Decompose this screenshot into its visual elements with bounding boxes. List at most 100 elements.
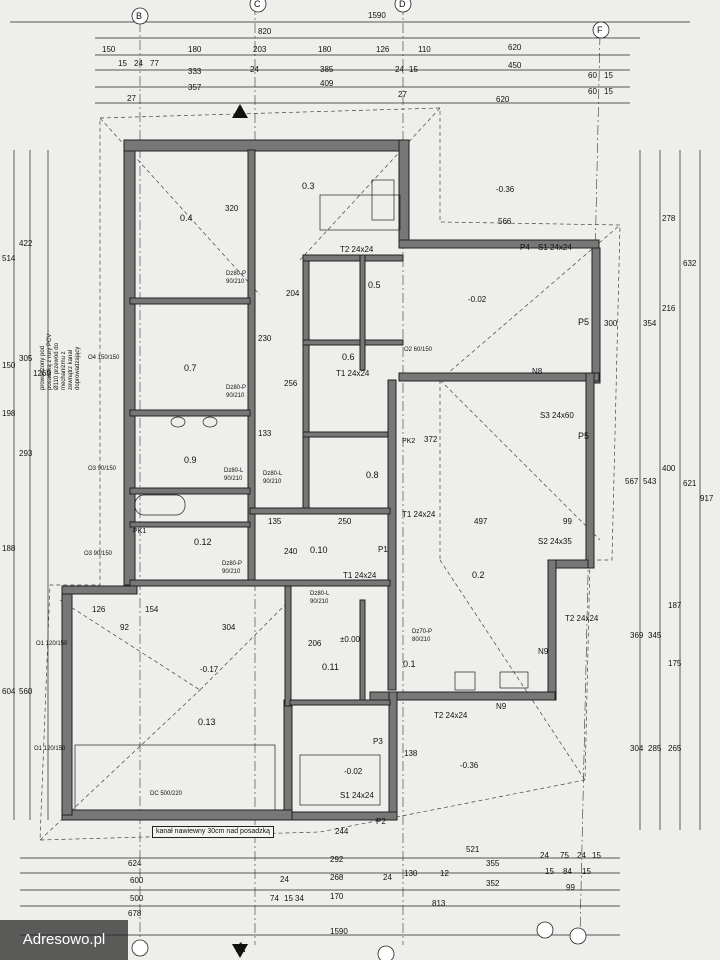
dim-inner-566: 566 xyxy=(498,217,512,226)
dim-bottom-99: 99 xyxy=(566,883,575,892)
axis-label-c-top: C xyxy=(254,0,261,9)
level-mark-4: ±0.00 xyxy=(340,635,360,644)
dim-top-180a: 180 xyxy=(188,45,202,54)
dim-inner-256: 256 xyxy=(284,379,298,388)
dim-top-60b: 60 xyxy=(588,87,597,96)
top-dimension-lines xyxy=(10,21,690,104)
dim-top-15b: 15 xyxy=(409,65,418,74)
dim-bottom-813: 813 xyxy=(432,899,446,908)
room-label-0-9: 0.9 xyxy=(184,455,197,465)
dim-top-357: 357 xyxy=(188,83,202,92)
dim-top-total: 1590 xyxy=(368,11,386,20)
beam-t2-right: T2 24x24 xyxy=(565,614,599,623)
dim-top-24c: 24 xyxy=(395,65,404,74)
dim-bottom-24a: 24 xyxy=(540,851,549,860)
beam-t1-low: T1 24x24 xyxy=(343,571,377,580)
dim-left-188: 188 xyxy=(2,544,16,553)
room-label-0-7: 0.7 xyxy=(184,363,197,373)
level-mark-2: -0.02 xyxy=(468,295,487,304)
dim-bottom-292: 292 xyxy=(330,855,344,864)
beam-s1: S1 24x24 xyxy=(340,791,374,800)
beam-t2-low: T2 24x24 xyxy=(434,711,468,720)
dim-top-180b: 180 xyxy=(318,45,332,54)
dim-left-150: 150 xyxy=(2,361,16,370)
dim-left-198: 198 xyxy=(2,409,16,418)
dim-left-604: 604 xyxy=(2,687,16,696)
room-label-0-13: 0.13 xyxy=(198,717,216,727)
dim-inner-206: 304 xyxy=(222,623,236,632)
dim-inner-497: 497 xyxy=(474,517,488,526)
dim-top-77: 77 xyxy=(150,59,159,68)
dim-bottom-500: 500 xyxy=(130,894,144,903)
axis-label-b-top: B xyxy=(136,11,143,21)
dim-right-187: 187 xyxy=(668,601,682,610)
dim-bottom-130: 130 xyxy=(404,869,418,878)
dim-top-60: 60 xyxy=(588,71,597,80)
window-label-o1b: O1 120/150 xyxy=(34,746,66,752)
dim-top-27a: 27 xyxy=(127,94,136,103)
dc-note: DC 500/220 xyxy=(150,791,183,797)
window-label-o2: O2 60/150 xyxy=(404,347,433,353)
beam-n9-b: N9 xyxy=(496,702,507,711)
dim-left-1269: 1269 xyxy=(33,369,51,378)
dim-top-110: 110 xyxy=(418,45,431,54)
dim-bottom-355: 355 xyxy=(486,859,500,868)
dim-inner-126: 126 xyxy=(92,605,106,614)
dim-inner-250: 250 xyxy=(338,517,352,526)
dim-right-304: 304 xyxy=(630,744,644,753)
dim-top-24b: 24 xyxy=(250,65,259,74)
dim-bottom-74: 74 xyxy=(270,894,279,903)
dim-top-15d: 15 xyxy=(604,87,613,96)
window-label-o3a: O3 90/150 xyxy=(88,466,117,472)
level-mark-6: -0.36 xyxy=(460,761,479,770)
section-markers xyxy=(232,104,248,958)
door-label-3: Dz80-L 90/210 xyxy=(224,468,244,482)
dim-right-345: 345 xyxy=(648,631,662,640)
beam-t1-right: T1 24x24 xyxy=(402,510,436,519)
dim-inner-230: 230 xyxy=(258,334,272,343)
dim-right-621: 621 xyxy=(683,479,697,488)
dim-inner-288: 206 xyxy=(308,639,322,648)
beam-p1: P1 xyxy=(378,545,388,554)
room-label-0-2: 0.2 xyxy=(472,570,485,580)
dim-inner-240: 240 xyxy=(284,547,298,556)
dim-top-385: 385 xyxy=(320,65,334,74)
dim-inner-154: 154 xyxy=(145,605,159,614)
dim-top-620b: 620 xyxy=(496,95,510,104)
beam-p3: P3 xyxy=(373,737,383,746)
window-label-o1a: O1 120/150 xyxy=(36,641,68,647)
dim-bottom-75: 75 xyxy=(560,851,569,860)
dim-bottom-15a: 15 xyxy=(592,851,601,860)
room-label-0-1: 0.1 xyxy=(403,659,416,669)
axis-markers xyxy=(131,0,610,960)
room-label-0-8: 0.8 xyxy=(366,470,379,480)
dim-inner-204: 204 xyxy=(286,289,300,298)
beam-t1-mid: T1 24x24 xyxy=(336,369,370,378)
pk2-label: PK2 xyxy=(402,438,416,445)
duct-note: kanał nawiewny 30cm nad posadzką xyxy=(152,826,275,838)
dim-inner-300: 300 xyxy=(604,319,618,328)
dim-bottom-12: 12 xyxy=(440,869,449,878)
dim-bottom-268: 268 xyxy=(330,873,344,882)
beam-p5-b: P5 xyxy=(578,431,590,441)
dim-inner-372: 372 xyxy=(424,435,438,444)
dim-right-917: 917 xyxy=(700,494,714,503)
dim-left-560: 560 xyxy=(19,687,33,696)
dim-right-278: 278 xyxy=(662,214,676,223)
dim-top-409: 409 xyxy=(320,79,334,88)
beam-p4: P4 xyxy=(520,243,530,252)
dim-right-354: 354 xyxy=(643,319,657,328)
dim-bottom-34: 34 xyxy=(295,894,304,903)
window-label-o4: O4 150/150 xyxy=(88,355,120,361)
level-mark-1: -0.36 xyxy=(496,185,515,194)
dim-right-216: 216 xyxy=(662,304,676,313)
dim-right-285: 285 xyxy=(648,744,662,753)
beam-n9-a: N9 xyxy=(538,647,549,656)
room-label-0-5: 0.5 xyxy=(368,280,381,290)
dim-bottom-84: 84 xyxy=(563,867,572,876)
dim-right-543: 543 xyxy=(643,477,657,486)
dim-bottom-678: 678 xyxy=(128,909,142,918)
dim-top-27b: 27 xyxy=(398,90,407,99)
dim-right-400: 400 xyxy=(662,464,676,473)
